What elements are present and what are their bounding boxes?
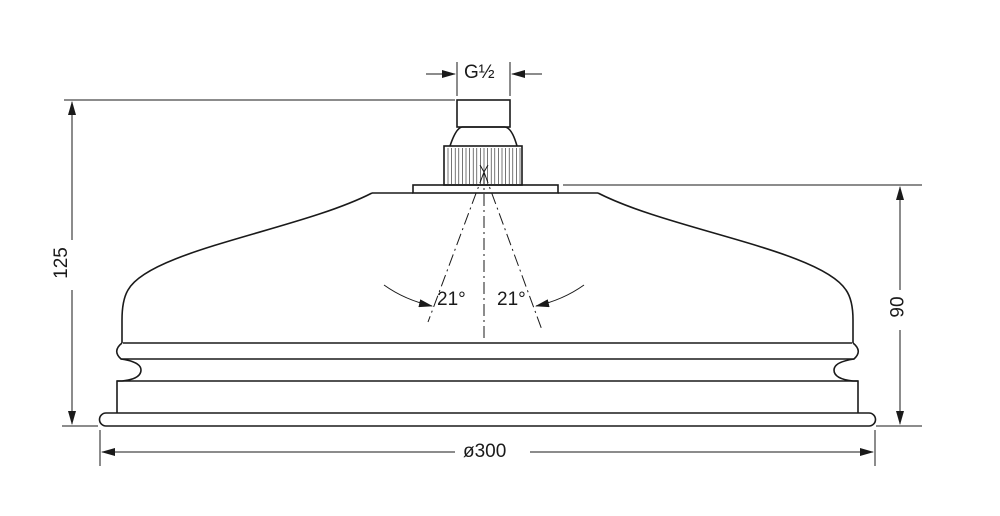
knurled-ring — [443, 145, 523, 186]
body-bands — [115, 342, 860, 413]
body-height-label: 90 — [887, 296, 909, 318]
spray-angle-lines — [383, 164, 585, 338]
flange-plate — [412, 184, 559, 194]
body-dome — [121, 192, 854, 343]
angle-right-label: 21° — [497, 289, 526, 310]
connector-dome — [449, 126, 518, 147]
angle-left-label: 21° — [437, 289, 466, 310]
diameter-label: ø300 — [463, 441, 507, 462]
dimension-lines — [62, 62, 922, 466]
base-ring — [98, 412, 877, 427]
connector-nut — [456, 99, 511, 128]
total-height-label: 125 — [50, 247, 72, 279]
thread-size-label: G½ — [464, 62, 495, 83]
